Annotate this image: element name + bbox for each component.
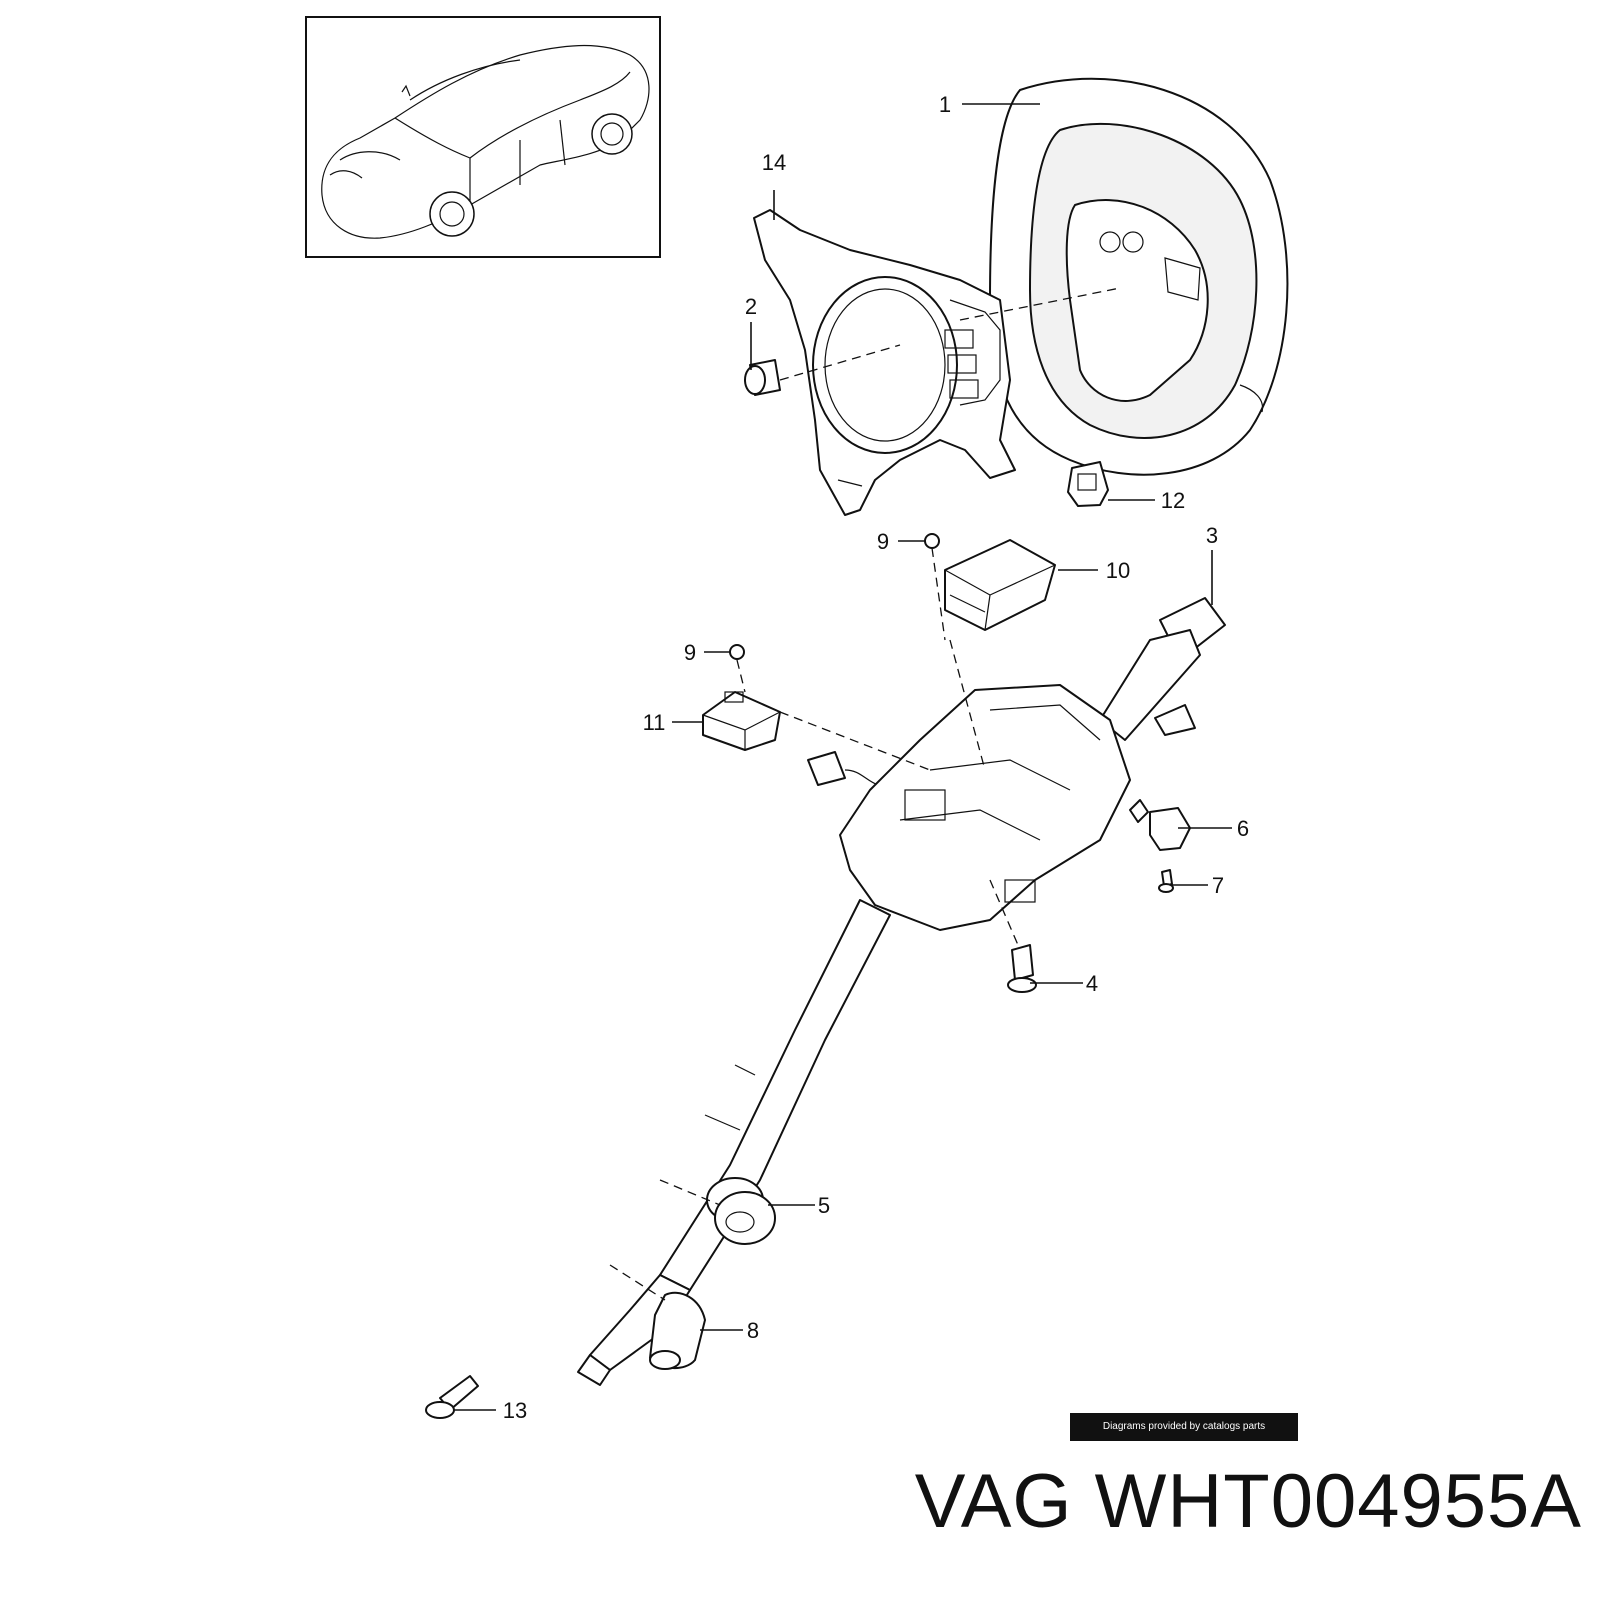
bolt-4: [1007, 944, 1037, 993]
leader-lines: [454, 103, 1232, 1411]
vehicle-inset: [305, 16, 661, 258]
bearing-5: [706, 1177, 776, 1245]
callout-13: 13: [503, 1398, 527, 1423]
callout-12: 12: [1161, 488, 1185, 513]
dashed-assembly-lines: [609, 287, 1121, 1301]
callout-labels: 1 2 3 4 5 6 7 8 9 9 10 11 12 13 14: [503, 92, 1249, 1423]
bolt-13: [425, 1375, 479, 1419]
boot-8: [649, 1291, 706, 1370]
callout-9-upper: 9: [877, 529, 889, 554]
clip-6: [1149, 807, 1191, 851]
watermark-banner: Diagrams provided by catalogs parts: [1070, 1413, 1298, 1441]
steering-column: [577, 597, 1226, 1386]
control-unit-11: [702, 691, 781, 751]
callout-9-lower: 9: [684, 640, 696, 665]
callout-1: 1: [939, 92, 951, 117]
callout-14: 14: [762, 150, 786, 175]
vehicle-illustration: [321, 44, 650, 239]
control-unit-10: [944, 539, 1056, 631]
shift-paddle-trim: [753, 209, 1016, 516]
callout-11: 11: [643, 710, 666, 735]
callout-6: 6: [1237, 816, 1249, 841]
steering-wheel: [989, 77, 1289, 476]
callout-2: 2: [745, 294, 757, 319]
callout-5: 5: [818, 1193, 830, 1218]
callout-8: 8: [747, 1318, 759, 1343]
callout-7: 7: [1212, 873, 1224, 898]
callout-10: 10: [1106, 558, 1130, 583]
part-number-title: VAG WHT004955A: [914, 1459, 1582, 1544]
screw-9-lower: [729, 644, 745, 660]
screw-2: [744, 359, 781, 396]
callout-4: 4: [1086, 971, 1098, 996]
callout-3: 3: [1206, 523, 1218, 548]
screw-7: [1158, 869, 1174, 893]
connector-12: [1067, 461, 1109, 507]
screw-9-upper: [924, 533, 940, 549]
connector-block: [807, 751, 879, 786]
